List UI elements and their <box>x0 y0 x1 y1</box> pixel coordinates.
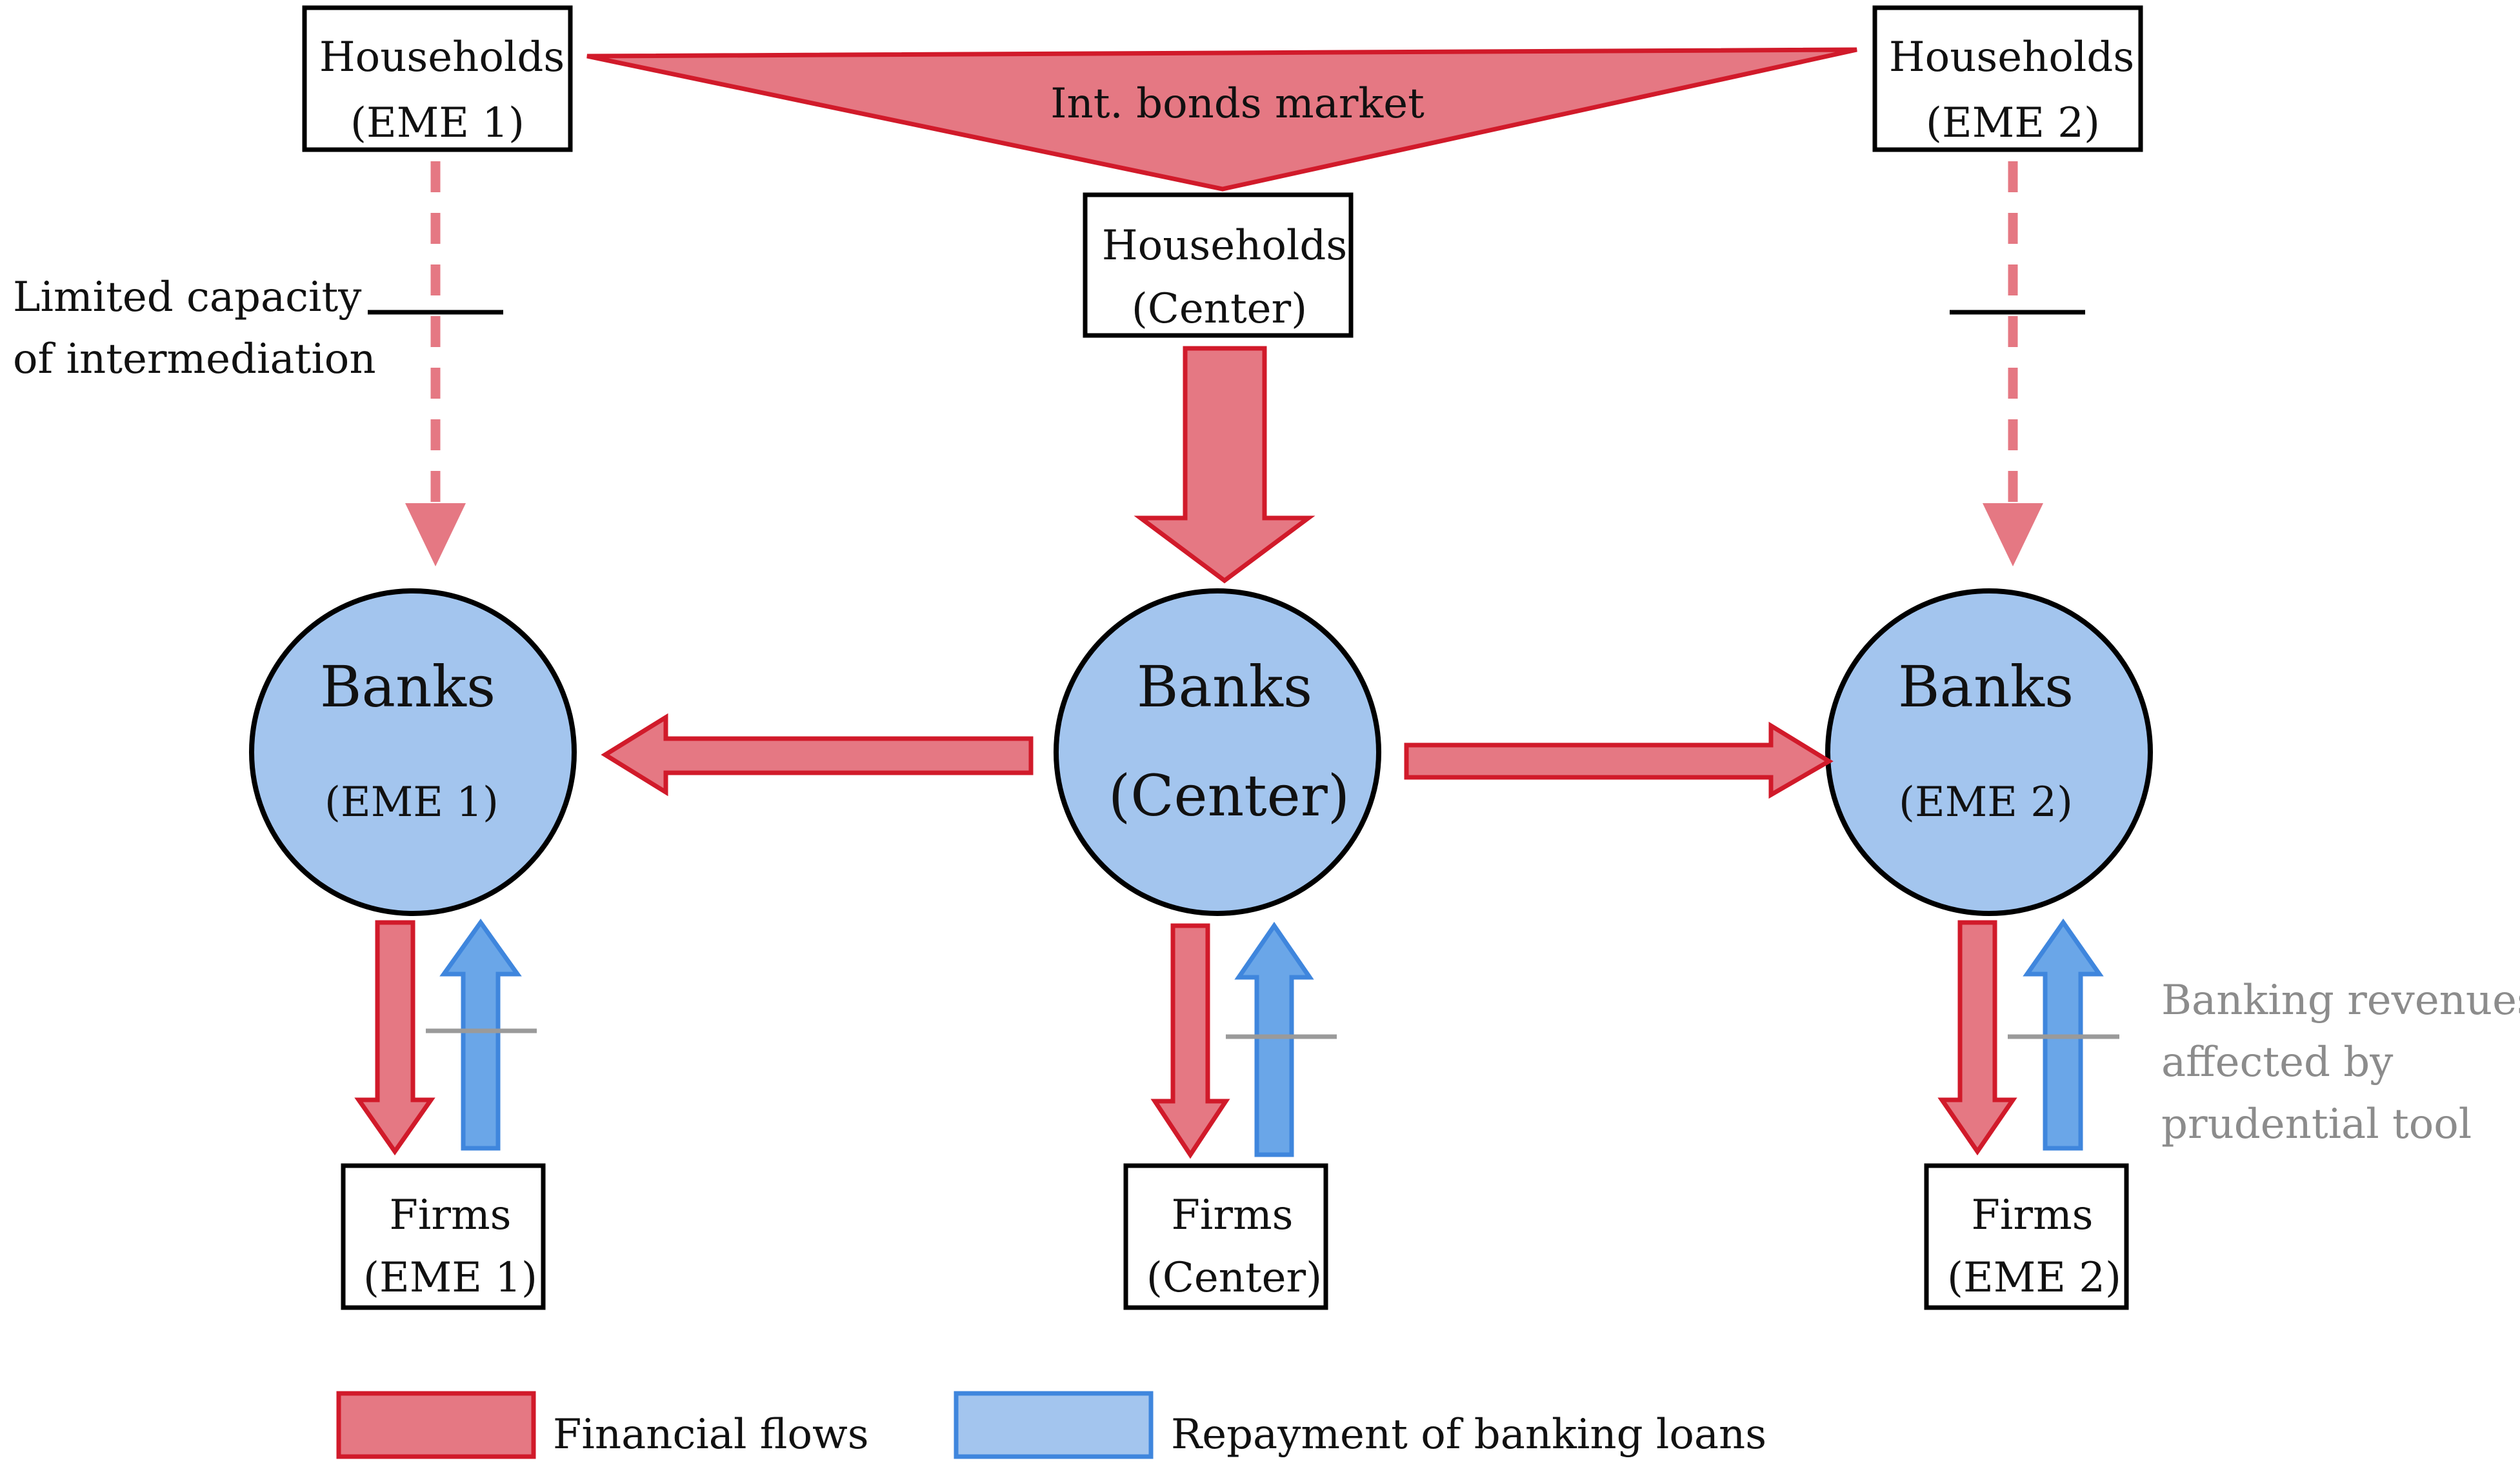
banking-revenues-annotation: Banking revenues affected by prudential … <box>2161 977 2520 1148</box>
households-eme2-box: Households (EME 2) <box>1872 5 2143 152</box>
banking-revenues-line1: Banking revenues <box>2161 977 2520 1024</box>
banking-revenues-line3: prudential tool <box>2161 1101 2472 1148</box>
banks-eme1-title: Banks <box>320 653 495 720</box>
banking-revenues-line2: affected by <box>2161 1039 2393 1086</box>
limited-flow-eme2 <box>1950 161 2085 566</box>
households-center-line1: Households <box>1102 222 1347 270</box>
legend-financial-flows-swatch <box>336 1391 536 1459</box>
households-center-line2: (Center) <box>1132 285 1307 333</box>
firms-eme1-line2: (EME 1) <box>363 1254 537 1302</box>
bonds-market-label: Int. bonds market <box>1050 80 1425 128</box>
banks-to-firms-eme1-arrow <box>354 920 435 1156</box>
limited-flow-eme1 <box>368 161 503 566</box>
households-eme1-line2: (EME 1) <box>350 99 525 147</box>
int-bonds-market: Int. bonds market <box>586 47 1857 192</box>
legend: Financial flows Repayment of banking loa… <box>336 1391 1766 1459</box>
legend-repayment-label: Repayment of banking loans <box>1171 1411 1766 1459</box>
banks-eme2-title: Banks <box>1898 653 2074 720</box>
firms-to-banks-center-repayment-arrow <box>1234 921 1314 1157</box>
firms-center-line1: Firms <box>1172 1191 1294 1239</box>
banks-center: Banks (Center) <box>1054 588 1381 916</box>
firms-eme1-line1: Firms <box>390 1191 512 1239</box>
firms-eme2-line1: Firms <box>1972 1191 2094 1239</box>
firms-to-banks-eme1-repayment-arrow <box>439 918 522 1151</box>
households-eme2-line2: (EME 2) <box>1926 99 2100 147</box>
banks-center-title: Banks <box>1137 653 1312 720</box>
banks-to-firms-eme2-arrow <box>1937 920 2017 1156</box>
households-to-banks-center-arrow <box>1134 346 1315 584</box>
households-eme1-line1: Households <box>319 34 565 81</box>
banks-eme1-sub: (EME 1) <box>325 779 499 826</box>
banks-eme2: Banks (EME 2) <box>1825 588 2153 916</box>
limited-capacity-line2: of intermediation <box>13 335 376 383</box>
firms-center-box: Firms (Center) <box>1123 1163 1328 1310</box>
banks-eme1: Banks (EME 1) <box>249 588 577 916</box>
legend-repayment-swatch <box>954 1391 1154 1459</box>
banks-eme2-sub: (EME 2) <box>1899 779 2073 826</box>
firms-eme1-box: Firms (EME 1) <box>341 1163 546 1310</box>
banks-center-to-eme1-arrow <box>601 713 1034 797</box>
households-eme2-line1: Households <box>1889 34 2134 81</box>
banks-to-firms-center-arrow <box>1150 923 1230 1159</box>
firms-eme2-box: Firms (EME 2) <box>1924 1163 2129 1310</box>
banks-center-sub: (Center) <box>1108 762 1350 829</box>
bonds-market-triangle <box>586 47 1857 192</box>
firms-center-line2: (Center) <box>1146 1254 1322 1302</box>
banks-center-to-eme2-arrow <box>1404 721 1834 799</box>
limited-capacity-annotation: Limited capacity of intermediation <box>13 274 376 383</box>
households-center-box: Households (Center) <box>1083 192 1354 338</box>
firms-eme2-line2: (EME 2) <box>1947 1254 2121 1302</box>
legend-financial-flows-label: Financial flows <box>553 1411 869 1459</box>
limited-capacity-line1: Limited capacity <box>13 274 361 321</box>
households-eme1-box: Households (EME 1) <box>302 5 573 152</box>
